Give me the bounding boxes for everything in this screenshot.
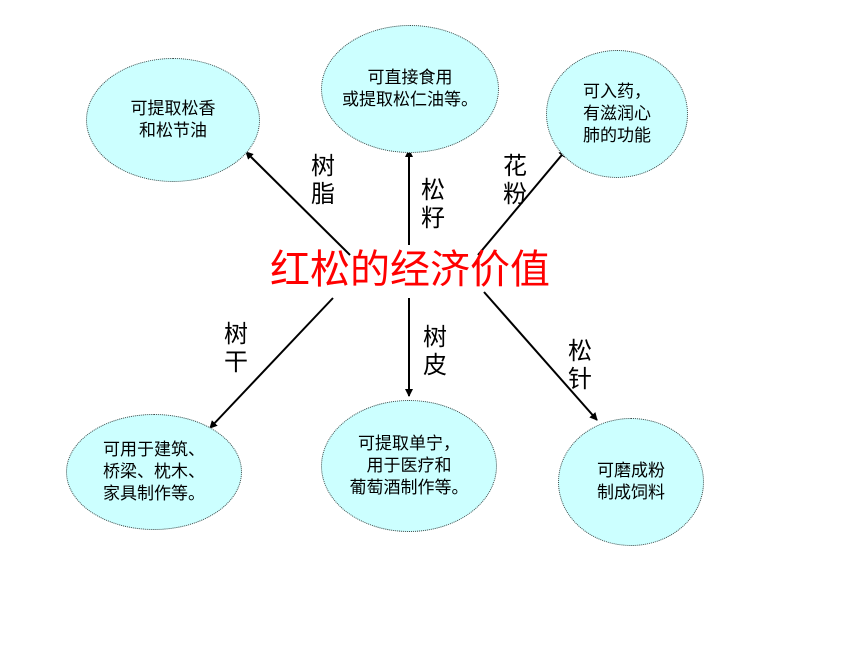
- node-bottom-center-text: 可提取单宁， 用于医疗和 葡萄酒制作等。: [349, 434, 469, 498]
- node-top-right: 可入药， 有滋润心 肺的功能: [546, 50, 688, 178]
- node-top-left: 可提取松香 和松节油: [86, 58, 260, 182]
- edge-label-bark: 树皮: [423, 323, 447, 379]
- node-bottom-left-text: 可用于建筑、 桥梁、枕木、 家具制作等。: [103, 440, 205, 504]
- arrow-pollen: [477, 149, 567, 256]
- edge-label-pollen: 花粉: [503, 152, 527, 208]
- diagram-title: 红松的经济价值: [270, 247, 550, 293]
- arrow-trunk: [209, 297, 334, 429]
- arrow-needle: [483, 291, 598, 421]
- node-top-center: 可直接食用 或提取松仁油等。: [321, 25, 499, 153]
- node-top-right-text: 可入药， 有滋润心 肺的功能: [583, 82, 651, 146]
- node-bottom-center: 可提取单宁， 用于医疗和 葡萄酒制作等。: [321, 400, 497, 532]
- edge-label-trunk: 树干: [224, 320, 248, 376]
- edge-label-seed: 松籽: [421, 176, 445, 232]
- edge-label-resin: 树脂: [311, 152, 335, 208]
- node-bottom-right-text: 可磨成粉 制成饲料: [597, 461, 665, 503]
- node-top-left-text: 可提取松香 和松节油: [130, 99, 216, 141]
- edge-label-needle: 松针: [568, 337, 592, 393]
- node-bottom-left: 可用于建筑、 桥梁、枕木、 家具制作等。: [66, 414, 242, 530]
- arrow-resin: [245, 151, 351, 256]
- node-bottom-right: 可磨成粉 制成饲料: [558, 418, 704, 546]
- node-top-center-text: 可直接食用 或提取松仁油等。: [342, 68, 478, 110]
